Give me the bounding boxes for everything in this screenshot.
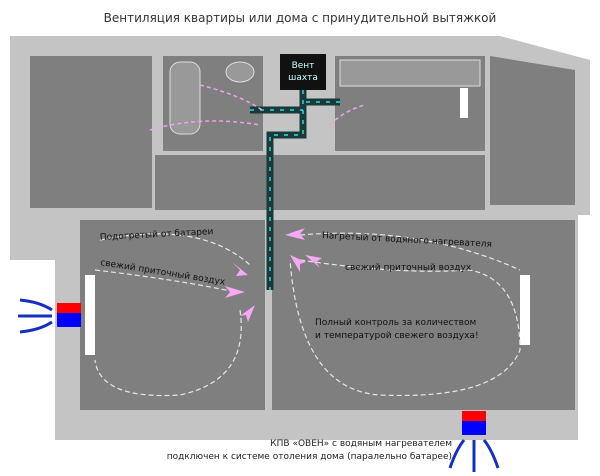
kpv-caption: КПВ «ОВЕН» с водяным нагревателем bbox=[270, 439, 452, 449]
vent-shaft-label: шахта bbox=[288, 73, 318, 83]
left-room-airflow bbox=[94, 233, 251, 397]
corridor bbox=[155, 155, 485, 210]
inlet-arrows-left bbox=[18, 298, 53, 334]
control-label: Полный контроль за количеством bbox=[315, 318, 476, 328]
vent-shaft bbox=[280, 54, 326, 90]
radiator-left bbox=[85, 275, 95, 355]
control-label: и температурой свежего воздуха! bbox=[315, 331, 479, 341]
vent-shaft-label: Вент bbox=[292, 61, 315, 71]
radiator-bay bbox=[460, 88, 468, 118]
right-fresh-label: свежий приточный воздух bbox=[345, 263, 472, 273]
kitchen-counter bbox=[339, 59, 481, 87]
left-bedroom bbox=[80, 220, 265, 410]
exhaust-air-flow bbox=[149, 84, 366, 131]
heater-cold bbox=[57, 313, 81, 327]
diagram-title: Вентиляция квартиры или дома с принудите… bbox=[104, 11, 497, 25]
kpv-caption: подключен к системе отоления дома (парал… bbox=[167, 452, 452, 462]
bathtub bbox=[169, 61, 201, 135]
kpv-cold bbox=[462, 421, 486, 435]
bay-room bbox=[490, 56, 575, 205]
kpv-hot bbox=[462, 411, 486, 421]
right-room-airflow bbox=[289, 232, 521, 397]
inlet-arrows-bottom bbox=[448, 439, 500, 472]
hallway-room bbox=[30, 56, 152, 208]
sink bbox=[225, 61, 255, 83]
heater-hot bbox=[57, 303, 81, 313]
exhaust-flow bbox=[250, 90, 340, 290]
radiator-right bbox=[520, 275, 530, 345]
air-arrows bbox=[225, 228, 322, 322]
